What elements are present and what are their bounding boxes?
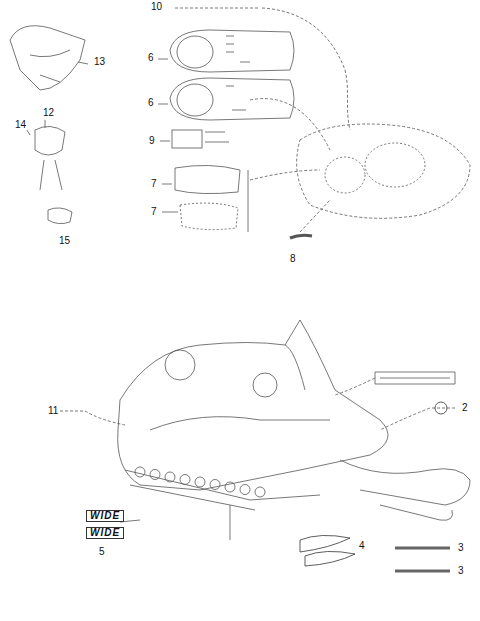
callout-number: 14	[14, 120, 27, 130]
callout-number: 7	[150, 207, 158, 217]
callout-number: 6	[147, 53, 155, 63]
callout-number: 4	[358, 541, 366, 551]
callout-number: 3	[457, 543, 465, 553]
decal-text: WIDE	[86, 527, 124, 539]
callout-number: 2	[461, 403, 469, 413]
decal-text: WIDE	[86, 510, 124, 522]
callout-number: 12	[42, 108, 55, 118]
callout-number: 15	[58, 236, 71, 246]
callout-number: 10	[150, 2, 163, 12]
callout-number: 3	[457, 566, 465, 576]
callout-number: 9	[148, 136, 156, 146]
callout-number: 11	[47, 406, 59, 416]
callout-number: 7	[150, 179, 158, 189]
callout-number: 5	[98, 547, 106, 557]
callout-number: 13	[93, 57, 106, 67]
callout-number: 8	[289, 254, 297, 264]
callout-number: 6	[147, 98, 155, 108]
